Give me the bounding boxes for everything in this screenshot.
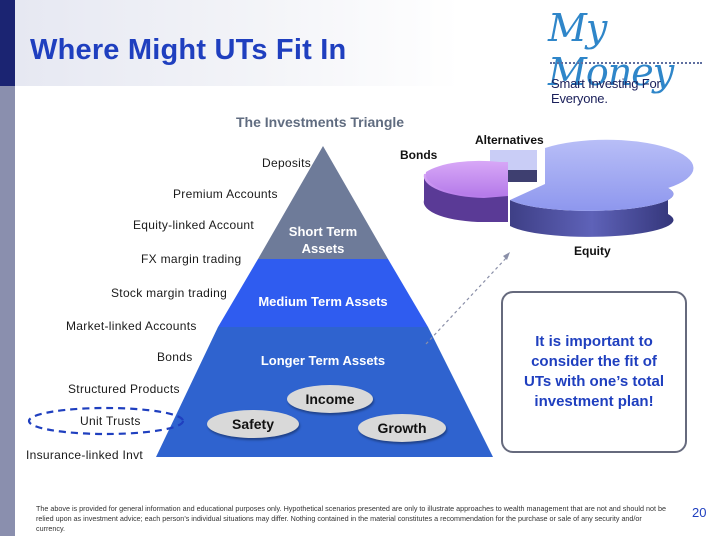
connector-arrow-head [503, 252, 510, 260]
label-fx-margin-trading: FX margin trading [141, 252, 242, 266]
page-number: 20 [692, 505, 707, 520]
brand-tagline: Smart Investing For Everyone. [551, 76, 661, 106]
label-premium-accounts: Premium Accounts [173, 187, 278, 201]
section-short-term-label: Short Term Assets [288, 224, 358, 256]
triangle-medium-term [218, 259, 428, 327]
label-stock-margin-trading: Stock margin trading [111, 286, 228, 300]
callout-box: It is important to consider the fit of U… [501, 291, 687, 453]
oval-safety: Safety [207, 410, 299, 438]
pie-slice-bonds-top [425, 160, 508, 196]
header-band [15, 0, 460, 86]
pie-slice-equity-side [510, 188, 674, 237]
section-medium-term-label: Medium Term Assets [258, 294, 388, 309]
label-unit-trusts: Unit Trusts [80, 414, 141, 428]
label-bonds: Bonds [157, 350, 193, 364]
left-sidebar-accent [0, 0, 15, 86]
disclaimer-text: The above is provided for general inform… [36, 504, 666, 533]
pie-label-alternatives: Alternatives [475, 133, 544, 147]
left-sidebar-bar [0, 0, 15, 536]
slide-title: Where Might UTs Fit In [30, 34, 347, 66]
section-longer-term-label: Longer Term Assets [260, 353, 386, 368]
label-equity-linked-account: Equity-linked Account [133, 218, 255, 232]
triangle-short-term [258, 146, 388, 259]
pie-label-equity: Equity [574, 244, 611, 258]
label-structured-products: Structured Products [68, 382, 180, 396]
connector-arrow [425, 255, 509, 345]
logo-divider [550, 62, 702, 64]
label-market-linked-accounts: Market-linked Accounts [66, 319, 197, 333]
oval-growth: Growth [358, 414, 446, 442]
diagram-title: The Investments Triangle [236, 114, 405, 130]
label-deposits: Deposits [262, 156, 312, 170]
pie-label-bonds: Bonds [400, 148, 438, 162]
brand-logo: My Money [548, 6, 674, 94]
unit-trusts-highlight [27, 406, 185, 436]
label-insurance-linked-invt: Insurance-linked Invt [26, 448, 144, 462]
pie-slice-equity [510, 139, 694, 211]
oval-income: Income [287, 385, 373, 413]
